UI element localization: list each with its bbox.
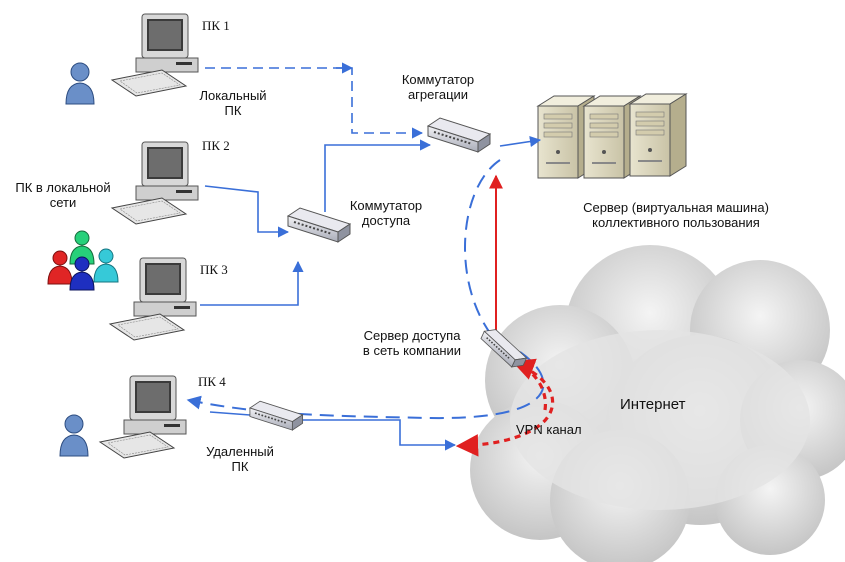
remote-switch-icon [249, 400, 304, 431]
vpn-label: VPN канал [516, 422, 582, 437]
access-switch-label: Коммутатор доступа [336, 198, 436, 228]
access-server-label-line2: в сеть компании [362, 343, 462, 358]
vpn-tunnel [455, 360, 555, 457]
computer-icon [99, 13, 199, 459]
server-icon [537, 93, 687, 179]
remote-pc-label-line2: ПК [231, 459, 249, 474]
server-label-line2: коллективного пользования [592, 215, 760, 230]
local-pc-label: Локальный ПК [190, 88, 276, 118]
lan-pc-label: ПК в локальной сети [6, 180, 120, 210]
internet-label: Интернет [620, 396, 686, 413]
aggregation-switch-label-line1: Коммутатор [401, 72, 475, 87]
lan-pc-label-line2: сети [49, 195, 77, 210]
local-pc-label-line2: ПК [224, 103, 242, 118]
aggregation-switch-icon [427, 117, 491, 153]
user-group-icon [47, 230, 119, 291]
pc1-label: ПК 1 [202, 18, 230, 33]
tunnel-paths [186, 159, 545, 420]
pc3-label: ПК 3 [200, 262, 228, 277]
local-pc-label-line1: Локальный [199, 88, 267, 103]
aggregation-switch-label-line2: агрегации [407, 87, 469, 102]
aggregation-switch-label: Коммутатор агрегации [392, 72, 484, 102]
access-server-label: Сервер доступа в сеть компании [348, 328, 476, 358]
local-pc-link [205, 62, 424, 139]
pc2-label: ПК 2 [202, 138, 230, 153]
access-server-label-line1: Сервер доступа [363, 328, 461, 343]
internet-cloud-icon [470, 245, 845, 562]
pc4-label: ПК 4 [198, 374, 226, 389]
access-switch-label-line1: Коммутатор [349, 198, 423, 213]
server-label: Сервер (виртуальная машина) коллективног… [566, 200, 786, 230]
remote-pc-label: Удаленный ПК [200, 444, 280, 474]
server-label-line1: Сервер (виртуальная машина) [583, 200, 769, 215]
lan-links [200, 135, 542, 451]
remote-pc-label-line1: Удаленный [206, 444, 274, 459]
lan-pc-label-line1: ПК в локальной [15, 180, 111, 195]
access-switch-label-line2: доступа [361, 213, 411, 228]
